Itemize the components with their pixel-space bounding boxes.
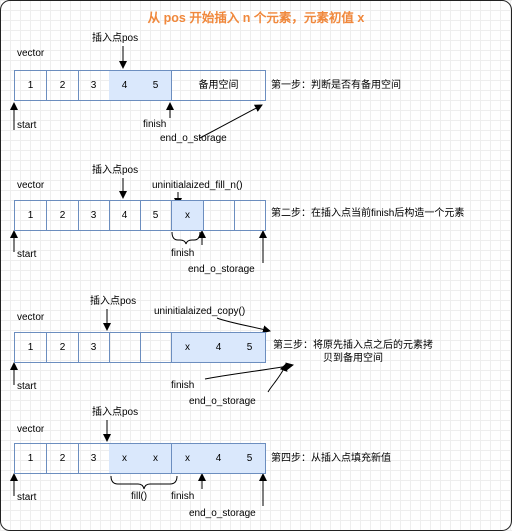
- vector-cell: 1: [15, 201, 47, 230]
- vector-cell: 3: [78, 201, 110, 230]
- step3-vector-array: 1 2 3 x 4 5: [14, 332, 266, 363]
- function-label: uninitialaized_fill_n(): [152, 180, 243, 191]
- step4-vector-array: 1 2 3 x x x 4 5: [14, 443, 266, 474]
- vector-cell: 5: [234, 444, 265, 473]
- start-label: start: [17, 381, 37, 392]
- fill-function-label: fill(): [131, 491, 148, 502]
- vector-cell: 3: [78, 333, 110, 362]
- vector-cell: x: [172, 201, 204, 230]
- vector-label: vector: [17, 312, 45, 323]
- end-of-storage-label: end_o_storage: [160, 133, 227, 144]
- vector-cell: 1: [15, 71, 47, 100]
- start-label: start: [17, 492, 37, 503]
- step3-lines: [10, 309, 294, 393]
- end-of-storage-label: end_o_storage: [189, 396, 256, 407]
- step2-vector-array: 1 2 3 4 5 x: [14, 200, 266, 231]
- vector-cell: x: [109, 444, 141, 473]
- vector-cell: 3: [78, 444, 110, 473]
- vector-cell: x: [172, 333, 204, 362]
- start-label: start: [17, 249, 37, 260]
- step4-description: 第四步：从插入点填充新值: [271, 453, 391, 464]
- vector-cell: 1: [15, 444, 47, 473]
- vector-cell: 2: [47, 71, 79, 100]
- step1-lines: [10, 46, 263, 139]
- step4-lines: [10, 420, 267, 506]
- vector-cell: x: [140, 444, 172, 473]
- vector-cell: x: [172, 444, 204, 473]
- vector-cell: [203, 201, 235, 230]
- diagram-title: 从 pos 开始插入 n 个元素，元素初值 x: [147, 11, 365, 25]
- vector-cell: [140, 333, 172, 362]
- vector-cell: 5: [140, 71, 172, 100]
- vector-cell: 4: [203, 444, 235, 473]
- step1-vector-array: 1 2 3 4 5 备用空间: [14, 70, 266, 101]
- step2-description: 第二步：在插入点当前finish后构造一个元素: [271, 208, 465, 219]
- vector-cell: 4: [203, 333, 235, 362]
- insert-pos-label: 插入点pos: [92, 165, 139, 176]
- end-of-storage-label: end_o_storage: [188, 264, 255, 275]
- function-label: uninitialaized_copy(): [154, 306, 246, 317]
- finish-label: finish: [171, 380, 195, 391]
- vector-cell: 2: [47, 333, 79, 362]
- insert-pos-label: 插入点pos: [92, 407, 139, 418]
- vector-cell: 2: [47, 201, 79, 230]
- step3-description: 第三步：将原先插入点之后的元素拷: [273, 340, 433, 351]
- vector-cell: 4: [109, 201, 141, 230]
- vector-label: vector: [17, 424, 45, 435]
- insert-pos-label: 插入点pos: [92, 33, 139, 44]
- finish-label: finish: [143, 119, 167, 130]
- vector-cell: 4: [109, 71, 141, 100]
- step3-description-cont: 贝到备用空间: [323, 353, 383, 364]
- spare-space-cell: 备用空间: [198, 80, 239, 91]
- step2-lines: [10, 178, 267, 263]
- end-of-storage-label: end_o_storage: [189, 508, 256, 519]
- vector-cell: 5: [140, 201, 172, 230]
- vector-label: vector: [17, 48, 45, 59]
- vector-cell: [109, 333, 141, 362]
- vector-cell: 1: [15, 333, 47, 362]
- finish-label: finish: [171, 248, 195, 259]
- step1-description: 第一步：判断是否有备用空间: [271, 80, 401, 91]
- vector-cell: 2: [47, 444, 79, 473]
- finish-label: finish: [171, 491, 195, 502]
- vector-cell: 3: [78, 71, 110, 100]
- insert-pos-label: 插入点pos: [90, 296, 137, 307]
- vector-cell: [234, 201, 265, 230]
- vector-label: vector: [17, 180, 45, 191]
- vector-cell: 5: [234, 333, 265, 362]
- start-label: start: [17, 120, 37, 131]
